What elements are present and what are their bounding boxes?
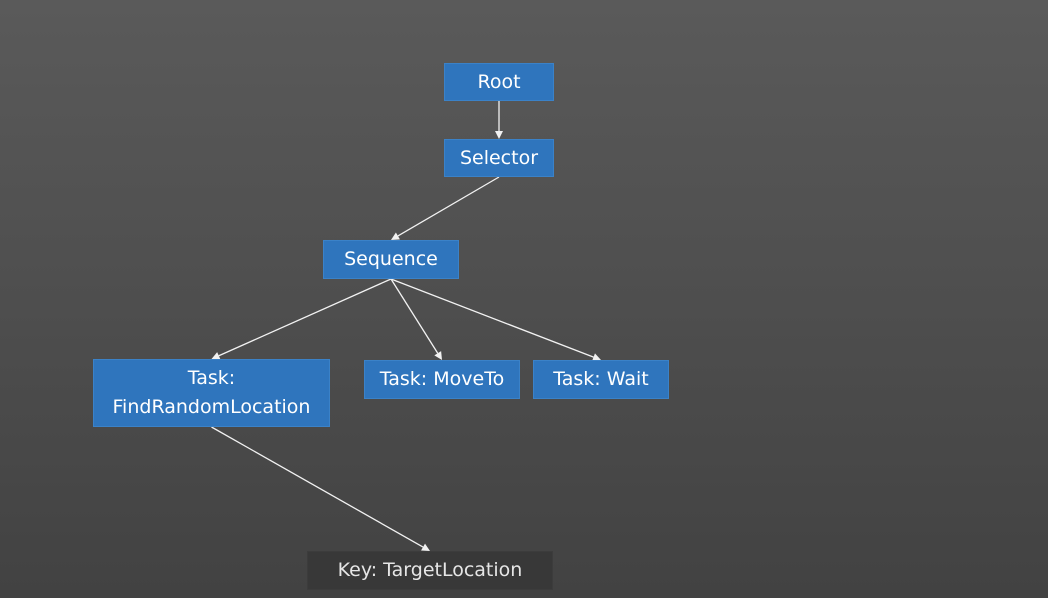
node-key-target-location: Key: TargetLocation	[307, 551, 553, 590]
node-task-find-random-location: Task: FindRandomLocation	[93, 359, 330, 427]
node-task-wait: Task: Wait	[533, 360, 669, 399]
node-task-wait-label: Task: Wait	[553, 368, 649, 390]
edge-sequence-to-move_to	[390, 278, 439, 354]
edge-selector-to-sequence	[397, 176, 500, 237]
edge-sequence-to-wait	[390, 278, 594, 358]
node-task-move-to: Task: MoveTo	[364, 360, 520, 399]
node-selector: Selector	[444, 139, 554, 177]
arrowhead-selector-to-sequence	[391, 232, 400, 240]
node-root: Root	[444, 63, 554, 101]
arrowhead-sequence-to-find_random_location	[211, 352, 221, 360]
arrowhead-root-to-selector	[495, 131, 503, 139]
edge-find_random_location-to-key_target_location	[211, 426, 424, 548]
node-key-target-location-label: Key: TargetLocation	[337, 559, 523, 581]
arrowhead-sequence-to-move_to	[434, 351, 442, 360]
arrowhead-find_random_location-to-key_target_location	[421, 543, 430, 551]
node-root-label: Root	[477, 70, 521, 93]
edge-sequence-to-find_random_location	[218, 278, 392, 357]
arrowhead-sequence-to-wait	[592, 353, 601, 361]
node-sequence: Sequence	[323, 240, 459, 279]
node-task-find-random-location-label: Task: FindRandomLocation	[112, 367, 311, 418]
node-sequence-label: Sequence	[344, 248, 438, 270]
node-selector-label: Selector	[459, 146, 539, 169]
node-task-move-to-label: Task: MoveTo	[379, 368, 505, 390]
